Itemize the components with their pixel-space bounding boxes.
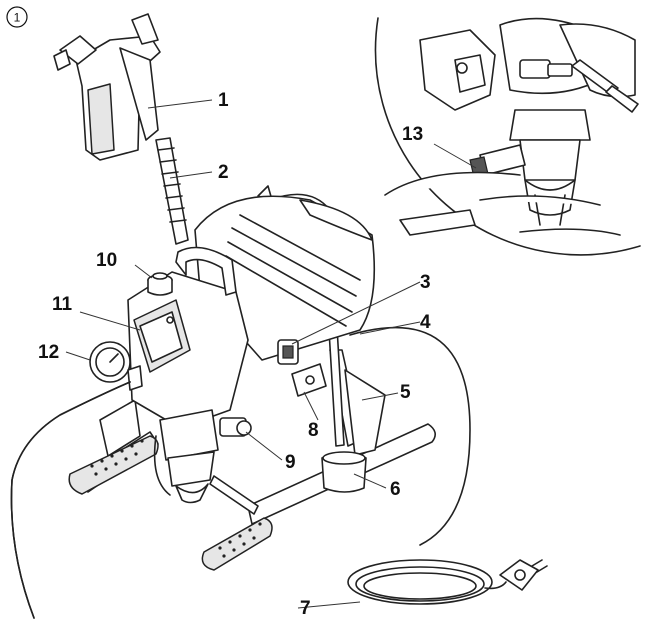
callout-2: 2 xyxy=(218,162,229,183)
callout-10: 10 xyxy=(96,250,117,271)
detail-inset xyxy=(374,17,641,256)
foot-pad-holes xyxy=(90,439,262,558)
callout-13: 13 xyxy=(402,124,423,145)
frame xyxy=(68,349,436,571)
callout-5: 5 xyxy=(400,382,411,403)
callout-1: 1 xyxy=(218,90,229,111)
figure-number-badge: 1 xyxy=(6,6,28,28)
callout-6: 6 xyxy=(390,479,401,500)
pressure-gauge-icon xyxy=(89,341,143,391)
spray-gun xyxy=(53,13,189,245)
power-cord xyxy=(347,326,548,605)
pressure-knob-icon xyxy=(147,272,173,296)
relief-valve-icon xyxy=(219,417,252,437)
callout-3: 3 xyxy=(420,272,431,293)
plug-icon xyxy=(499,559,548,591)
callout-8: 8 xyxy=(308,420,319,441)
callout-11: 11 xyxy=(52,294,73,315)
pump-housing xyxy=(127,246,299,429)
callout-4: 4 xyxy=(420,312,431,333)
callout-7: 7 xyxy=(300,598,311,619)
on-off-switch-icon xyxy=(277,339,299,365)
pump-lower xyxy=(153,363,327,504)
callout-labels: 1 2 3 4 5 6 7 8 9 10 11 12 13 xyxy=(38,90,431,619)
figure-number: 1 xyxy=(14,11,21,25)
high-pressure-hose xyxy=(10,381,131,619)
callout-9: 9 xyxy=(285,452,296,473)
callout-12: 12 xyxy=(38,342,59,363)
leader-lines xyxy=(65,99,477,609)
